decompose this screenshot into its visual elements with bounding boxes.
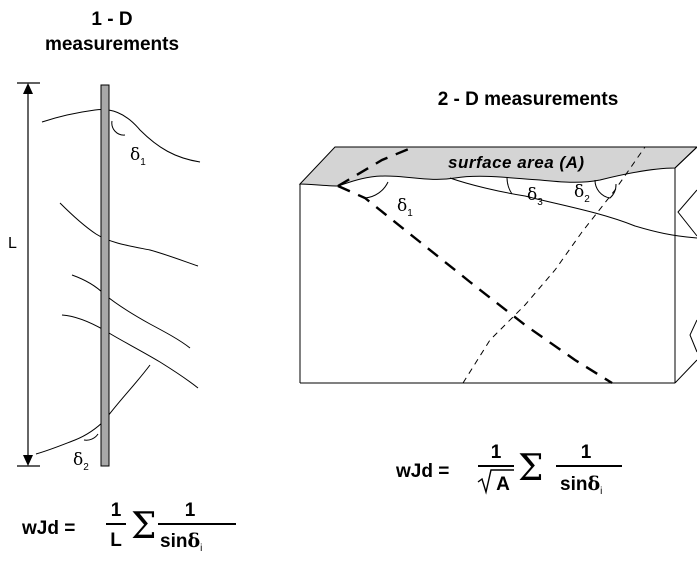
oned-sum-symbol: Σ [131, 506, 156, 547]
surface-area-label: surface area (A) [448, 153, 585, 172]
oned-formula-numerator: 1 [111, 500, 122, 521]
scanline-bar [100, 84, 110, 467]
joint-trace-2 [59, 202, 199, 267]
twod-angle-arc-2 [594, 179, 617, 199]
twod-formula: wJd = 1 A Σ 1 sinδi [395, 442, 622, 497]
joint-trace-4 [61, 314, 199, 389]
oned-angle-arc-1 [111, 120, 126, 136]
twod-angle-3: δ3 [527, 185, 543, 208]
oned-angle-2: δ2 [73, 450, 89, 473]
oned-formula: wJd = 1 L Σ 1 sinδi [21, 500, 236, 554]
joint-trace-3 [71, 274, 191, 349]
twod-sum-numerator: 1 [581, 442, 592, 463]
twod-angle-1: δ1 [397, 196, 413, 219]
twod-dashed-joints [337, 146, 646, 385]
joint-trace-1 [41, 109, 201, 163]
twod-sum-symbol: Σ [518, 448, 543, 489]
oned-formula-denominator: L [110, 530, 122, 551]
dashed-joint-thick [337, 146, 613, 385]
oned-title-line1: 1 - D [91, 9, 132, 30]
twod-angle-arc-3 [506, 177, 513, 195]
dashed-joint-thin [462, 146, 646, 384]
twod-formula-lhs: wJd = [395, 461, 449, 482]
block-outline [299, 146, 697, 384]
oned-title-line2: measurements [45, 34, 179, 55]
square-root-sign [477, 469, 514, 495]
twod-sin-denominator: sinδi [560, 473, 602, 497]
front-face-joint-trace [449, 177, 697, 239]
oned-joint-traces [35, 109, 201, 455]
oned-sum-numerator: 1 [185, 500, 196, 521]
joint-trace-5 [35, 364, 151, 455]
length-label: L [8, 235, 17, 252]
twod-angle-2: δ2 [574, 182, 590, 205]
twod-formula-numerator: 1 [491, 442, 502, 463]
oned-formula-lhs: wJd = [21, 518, 75, 539]
twod-angle-arc-1 [364, 181, 389, 199]
twod-formula-denominator: A [496, 474, 510, 495]
oned-angle-arc-2 [83, 433, 99, 441]
oned-angle-1: δ1 [130, 145, 146, 168]
oned-sin-denominator: sinδi [160, 530, 202, 554]
twod-title: 2 - D measurements [438, 89, 619, 110]
length-dimension-arrow [17, 82, 40, 467]
